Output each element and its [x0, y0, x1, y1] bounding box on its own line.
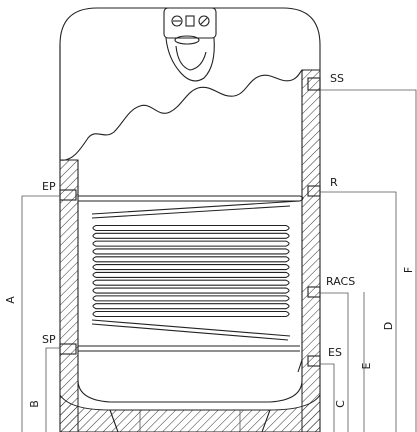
cutaway-edge	[59, 69, 303, 161]
connections	[59, 77, 321, 373]
coil-loop	[92, 271, 290, 278]
heat-exchanger-coil	[78, 195, 304, 352]
coil-loop	[92, 279, 290, 286]
port-ep	[59, 189, 77, 201]
coil-loop	[92, 232, 290, 239]
dim-label-a: A	[4, 296, 17, 304]
label-ss: SS	[330, 72, 344, 85]
dim-label-c: C	[334, 400, 347, 408]
control-panel	[163, 7, 217, 82]
dim-label-d: D	[382, 322, 395, 330]
label-sp: SP	[42, 333, 56, 346]
port-r	[307, 185, 321, 197]
coil-loop	[92, 224, 290, 232]
tank-shell	[59, 7, 321, 432]
dial-icon[interactable]	[171, 15, 183, 27]
label-es: ES	[328, 346, 342, 359]
dimension-lines	[21, 89, 417, 432]
dim-label-f: F	[402, 267, 415, 273]
coil-loop	[92, 303, 290, 310]
port-sp	[59, 343, 77, 355]
coil-loop	[92, 310, 290, 318]
label-ep: EP	[42, 180, 56, 193]
insulation-right	[301, 69, 321, 432]
port-ss	[307, 77, 321, 91]
label-racs: RACS	[326, 275, 355, 288]
coil-loop	[92, 256, 290, 263]
port-racs	[307, 286, 321, 298]
inner-tank	[59, 70, 321, 432]
coil-loop	[92, 240, 290, 247]
dial-icon[interactable]	[198, 15, 210, 27]
coil-loop	[92, 287, 290, 294]
switch-icon[interactable]	[185, 15, 195, 27]
port-es	[307, 355, 321, 367]
insulation-left	[59, 159, 79, 432]
coil-loop	[92, 248, 290, 255]
coil-loop	[92, 264, 290, 271]
dim-label-e: E	[360, 362, 373, 369]
dim-label-b: B	[28, 400, 41, 408]
coil-loop	[92, 295, 290, 302]
label-r: R	[330, 176, 338, 189]
